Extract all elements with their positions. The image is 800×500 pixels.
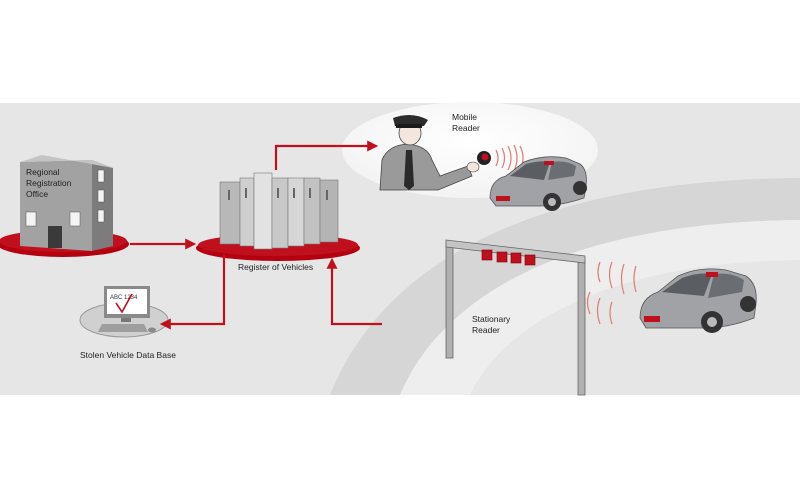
signal-wave [501,147,506,169]
officer-cap [393,114,428,126]
car-mobile [489,156,587,211]
road-arc-inner [400,220,800,395]
arrow-register-to-mobile [274,140,379,170]
car-wheel [573,181,587,195]
car-plate [644,316,660,322]
gantry-reader-unit [524,254,536,266]
stolen-db-computer: ABC 1234 Stolen Vehicle Data Base [79,286,176,360]
arrow-stationary-to-register [326,257,382,326]
gantry-reader-unit [481,249,493,261]
gantry-reader-unit [510,252,522,264]
office-front-wall [20,160,92,251]
car-side-window [548,161,576,180]
stationary-reader-label-line-1: Stationary [472,314,511,324]
register-servers: Register of Vehicles [196,172,360,272]
server-slot [293,188,295,198]
car-plate [496,196,510,201]
server-cabinet [271,177,289,249]
gantry-pole-right [577,259,586,396]
gantry-pole-left [445,243,454,359]
car-tag [706,272,718,277]
signal-wave [633,265,637,293]
office-window [25,211,37,227]
office-door [48,226,62,248]
office-window [69,211,81,227]
mouse [148,327,156,333]
officer-tie [404,150,414,190]
gantry-reader-unit [496,251,508,263]
signal-wave [620,263,625,295]
car-tag [544,161,554,165]
handheld-reader-light [481,153,489,161]
signal-wave [596,297,601,325]
checkmark-icon [115,293,133,314]
regional-office-building: Regional Registration Office [0,155,129,257]
stolen-db-label: Stolen Vehicle Data Base [80,350,176,360]
signal-wave [608,261,613,289]
road-arc [330,178,800,395]
signal-wave [586,291,591,315]
office-label-line-2: Registration [26,178,72,188]
server-cabinet [287,177,305,247]
office-window [97,189,105,203]
gantry-beam [445,239,586,264]
server-cabinet [303,177,321,245]
monitor-stand [121,318,131,322]
car-windshield [510,161,550,180]
signal-wave [609,301,613,325]
stationary-reader-label-line-2: Reader [472,325,500,335]
server-cabinet [319,179,339,243]
car-hubcap [548,198,556,206]
arrow-register-to-db [159,254,226,330]
server-slot [309,188,311,198]
signal-wave [495,149,499,167]
car-hubcap [707,317,717,327]
signal-wave [507,145,512,171]
server-slot [277,188,279,198]
office-side-wall [92,160,113,251]
office-label-line-1: Regional [26,167,60,177]
mobile-reader-label-line-1: Mobile [452,112,477,122]
office-label-line-3: Office [26,189,48,199]
server-cabinet [253,172,273,250]
register-label: Register of Vehicles [238,262,313,272]
officer-hand [466,161,480,173]
stationary-gantry: Stationary Reader [445,239,586,396]
signal-wave [597,261,601,283]
officer-cap-band [396,124,422,128]
car-wheel [740,296,756,312]
car-stationary [639,268,757,333]
office-roof [20,155,113,168]
screen-plate-text: ABC 1234 [110,295,138,301]
car-windshield [662,273,712,296]
mobile-reader-label-line-2: Reader [452,123,480,133]
office-window [97,169,105,183]
server-slot [245,188,247,198]
officer-figure: Mobile Reader [379,112,491,191]
keyboard [98,324,148,332]
server-slot [326,190,328,200]
server-slot [228,190,230,200]
car-side-window [708,273,744,298]
office-window [97,209,105,223]
